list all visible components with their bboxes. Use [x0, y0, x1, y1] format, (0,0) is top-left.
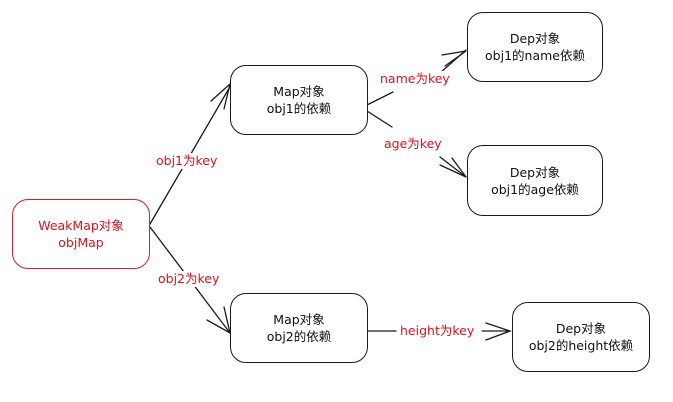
edge-obj2-label: obj2为key: [158, 271, 220, 287]
weakmap-node: WeakMap对象 objMap: [12, 199, 150, 269]
dep-name-node-subtitle: obj1的name依赖: [485, 48, 585, 63]
dep-age-node: Dep对象 obj1的age依赖: [467, 145, 603, 216]
map2-node-subtitle: obj2的依赖: [266, 329, 332, 344]
edge-age-label: age为key: [384, 136, 442, 152]
edge-age-arrowhead: [439, 157, 467, 178]
map1-node-subtitle: obj1的依赖: [266, 101, 332, 116]
dep-name-node-title: Dep对象: [509, 31, 561, 46]
edge-age-line: [366, 110, 393, 128]
edge-obj1-arrowhead: [210, 82, 232, 110]
edge-name-label: name为key: [380, 71, 450, 87]
edge-name-arrowhead: [441, 50, 467, 67]
dep-age-node-title: Dep对象: [509, 164, 561, 180]
dep-height-node: Dep对象 obj2的height依赖: [512, 302, 650, 372]
edge-height-label: height为key: [400, 323, 475, 339]
map2-node: Map对象 obj2的依赖: [230, 293, 368, 363]
edge-name-line: [366, 91, 394, 106]
edge-height-arrowhead: [485, 322, 512, 341]
dep-age-node-subtitle: obj1的age依赖: [491, 181, 579, 197]
map1-node: Map对象 obj1的依赖: [230, 65, 368, 135]
dep-name-node: Dep对象 obj1的name依赖: [467, 12, 603, 82]
weakmap-node-title: WeakMap对象: [38, 218, 124, 233]
map2-node-title: Map对象: [273, 312, 325, 327]
dep-height-node-title: Dep对象: [555, 321, 607, 336]
map1-node-title: Map对象: [273, 84, 325, 99]
edge-age-line-2: [439, 156, 467, 178]
dep-height-node-subtitle: obj2的height依赖: [528, 338, 634, 353]
edge-obj1-label: obj1为key: [156, 153, 218, 169]
weakmap-node-subtitle: objMap: [58, 235, 104, 250]
